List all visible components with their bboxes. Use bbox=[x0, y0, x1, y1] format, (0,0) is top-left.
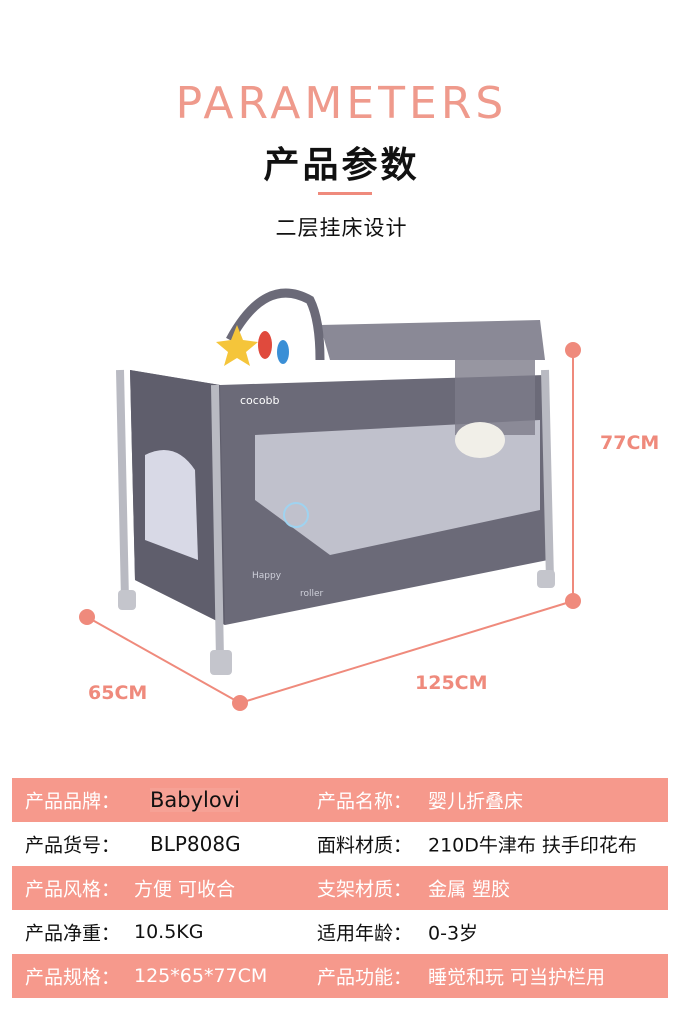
title-divider bbox=[318, 192, 372, 195]
crib-print-text: roller bbox=[300, 589, 324, 599]
subtitle: 二层挂床设计 bbox=[275, 216, 408, 240]
spec-row: 产品净重： 10.5KG 适用年龄： 0-3岁 bbox=[12, 910, 668, 954]
spec-row: 产品货号： BLP808G 面料材质： 210D牛津布 扶手印花布 bbox=[12, 822, 668, 866]
spec-value: Babylovi bbox=[150, 788, 240, 812]
spec-table: 产品品牌： Babylovi 产品名称： 婴儿折叠床 产品货号： BLP808G… bbox=[12, 778, 668, 998]
crib-product-image: cocobb Happy roller bbox=[79, 288, 581, 711]
dimension-lines bbox=[79, 342, 581, 711]
spec-label: 产品货号： bbox=[25, 834, 121, 857]
length-dimension: 125CM bbox=[415, 672, 488, 694]
spec-label: 产品品牌： bbox=[25, 790, 121, 813]
spec-value: BLP808G bbox=[150, 832, 241, 856]
spec-value: 金属 塑胶 bbox=[428, 878, 511, 901]
spec-value: 10.5KG bbox=[134, 921, 204, 943]
spec-value: 0-3岁 bbox=[428, 922, 479, 945]
spec-label: 产品净重： bbox=[25, 922, 121, 945]
english-title: PARAMETERS bbox=[175, 78, 508, 129]
crib-print-text: Happy bbox=[252, 571, 282, 581]
spec-value: 睡觉和玩 可当护栏用 bbox=[428, 966, 606, 989]
spec-row: 产品品牌： Babylovi 产品名称： 婴儿折叠床 bbox=[12, 778, 668, 822]
spec-row: 产品规格： 125*65*77CM 产品功能： 睡觉和玩 可当护栏用 bbox=[12, 954, 668, 998]
spec-label: 产品风格： bbox=[25, 878, 121, 901]
spec-value: 方便 可收合 bbox=[134, 878, 236, 901]
spec-value: 210D牛津布 扶手印花布 bbox=[428, 834, 637, 857]
spec-label: 支架材质： bbox=[317, 878, 413, 901]
spec-row: 产品风格： 方便 可收合 支架材质： 金属 塑胶 bbox=[12, 866, 668, 910]
crib-logo: cocobb bbox=[240, 394, 280, 407]
spec-label: 面料材质： bbox=[317, 834, 413, 857]
spec-label: 适用年龄： bbox=[317, 922, 413, 945]
crib-illustration: cocobb Happy roller bbox=[116, 288, 555, 675]
spec-value: 125*65*77CM bbox=[134, 965, 268, 987]
spec-label: 产品功能： bbox=[317, 966, 413, 989]
page-title: 产品参数 bbox=[263, 145, 420, 186]
height-dimension: 77CM bbox=[600, 432, 660, 454]
width-dimension: 65CM bbox=[88, 682, 148, 704]
spec-label: 产品规格： bbox=[25, 966, 121, 989]
spec-label: 产品名称： bbox=[317, 790, 413, 813]
spec-value: 婴儿折叠床 bbox=[428, 790, 524, 813]
